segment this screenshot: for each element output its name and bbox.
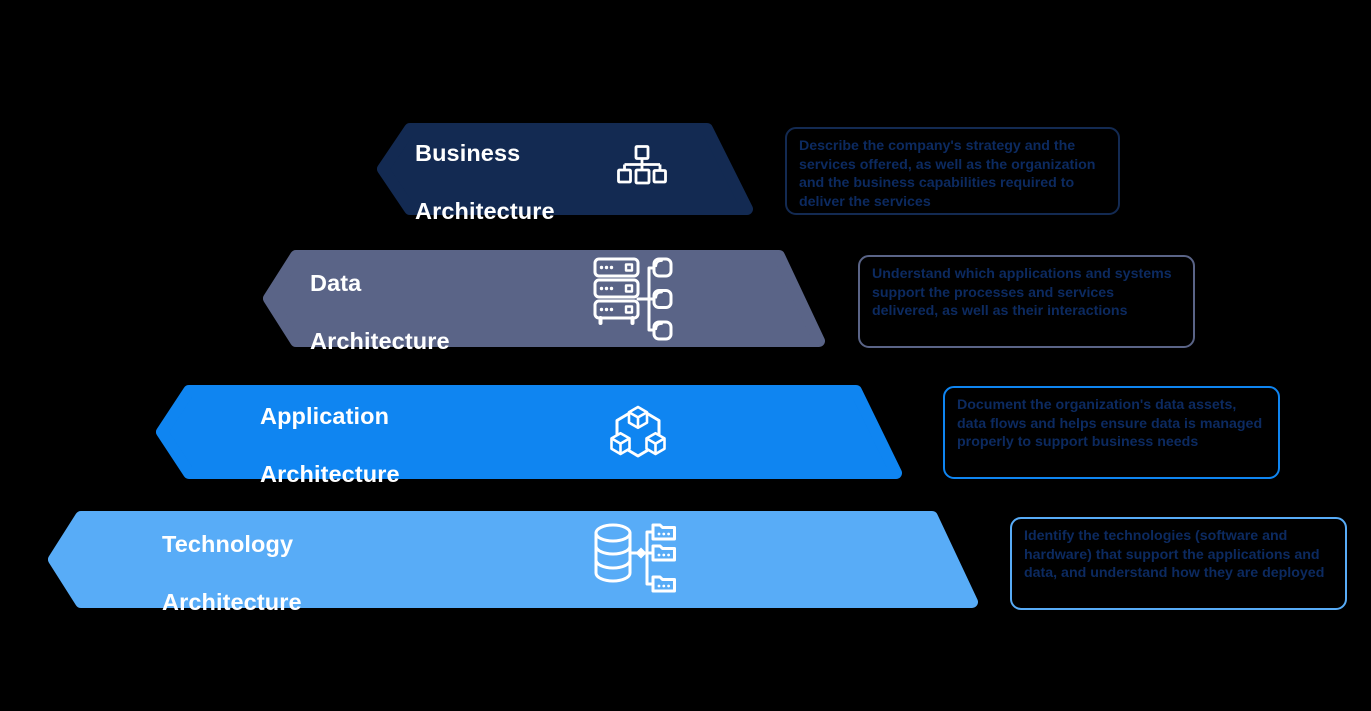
- title-line: Architecture: [415, 198, 555, 224]
- description-box-business: Describe the company's strategy and the …: [785, 127, 1120, 215]
- description-text: Document the organization's data assets,…: [957, 397, 1263, 451]
- title-line: Architecture: [310, 328, 450, 354]
- description-box-data: Understand which applications and system…: [858, 255, 1195, 348]
- layer-banner-business: Business Architecture: [377, 123, 753, 224]
- title-line: Data: [310, 270, 362, 296]
- description-box-technology: Identify the technologies (software and …: [1010, 517, 1347, 610]
- banner-shape: [48, 511, 978, 608]
- description-box-application: Document the organization's data assets,…: [943, 386, 1280, 479]
- title-line: Technology: [162, 531, 294, 557]
- layer-title-business: Business Architecture: [415, 139, 555, 226]
- database-folders-icon: [594, 523, 676, 593]
- layer-banner-technology: Technology Architecture: [48, 511, 978, 615]
- title-line: Business: [415, 140, 521, 166]
- banner-shape: [377, 123, 753, 215]
- layer-title-data: Data Architecture: [310, 269, 450, 356]
- layer-title-application: Application Architecture: [260, 402, 400, 489]
- cubes-icon: [610, 405, 666, 458]
- layer-title-technology: Technology Architecture: [162, 530, 302, 617]
- banner-shape: [263, 250, 825, 347]
- title-line: Application: [260, 403, 390, 429]
- server-stack-icon: [593, 257, 673, 341]
- layer-banner-data: Data Architecture: [263, 250, 825, 354]
- description-text: Understand which applications and system…: [872, 266, 1172, 320]
- org-chart-icon: [617, 145, 667, 185]
- title-line: Architecture: [162, 589, 302, 615]
- banner-shape: [156, 385, 902, 479]
- title-line: Architecture: [260, 461, 400, 487]
- layer-banner-application: Application Architecture: [156, 385, 902, 487]
- description-text: Identify the technologies (software and …: [1024, 528, 1325, 582]
- description-text: Describe the company's strategy and the …: [799, 138, 1096, 210]
